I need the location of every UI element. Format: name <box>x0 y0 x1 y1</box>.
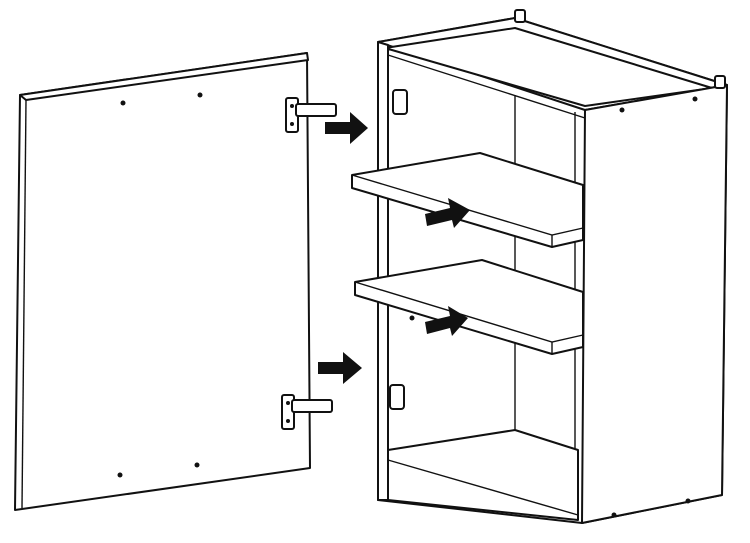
mounting-plate-bottom <box>389 384 405 410</box>
cabinet-door <box>14 52 311 511</box>
hinge-bottom <box>281 394 333 430</box>
arrow-icon <box>318 352 362 384</box>
arrow-icon <box>325 112 368 144</box>
arrow-icon <box>425 198 470 228</box>
shelf-upper <box>351 152 584 248</box>
cabinet-body <box>377 9 728 524</box>
mounting-plate-top <box>392 89 408 115</box>
arrow-icon <box>425 306 468 336</box>
shelf-lower <box>354 259 584 355</box>
door-holes <box>117 92 203 478</box>
hinge-top <box>285 97 337 133</box>
